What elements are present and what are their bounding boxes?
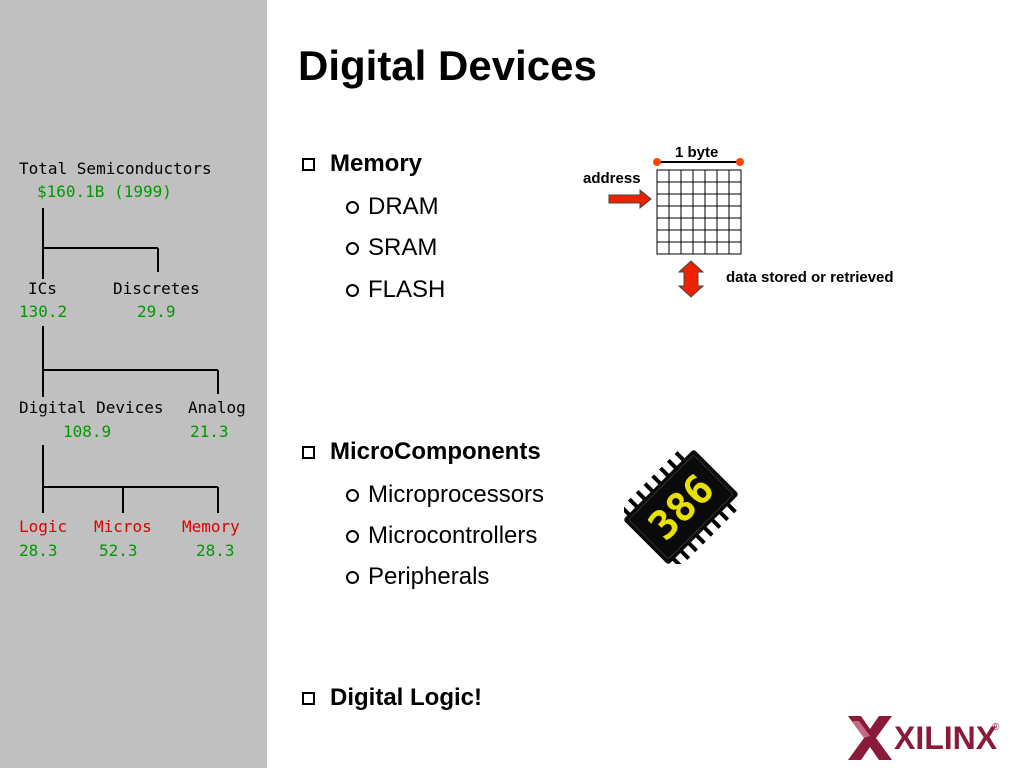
bullet-microcomponents: MicroComponents — [330, 438, 541, 465]
tree-logic-label: Logic — [19, 517, 68, 536]
byte-marker-dot — [653, 158, 661, 166]
address-label: address — [583, 170, 641, 187]
tree-discretes-label: Discretes — [113, 279, 200, 298]
tree-micros-value: 52.3 — [99, 541, 138, 560]
tree-ics-label: ICs — [28, 279, 57, 298]
circle-bullet-icon — [346, 489, 359, 502]
slide-title: Digital Devices — [298, 42, 597, 89]
address-arrow-icon — [608, 188, 652, 210]
tree-analog-value: 21.3 — [190, 422, 229, 441]
tree-micros-label: Micros — [94, 517, 152, 536]
tree-connector-lines — [42, 208, 219, 513]
square-bullet-icon — [302, 158, 315, 171]
circle-bullet-icon — [346, 571, 359, 584]
subitem-flash: FLASH — [368, 276, 446, 303]
byte-label: 1 byte — [675, 144, 719, 161]
circle-bullet-icon — [346, 201, 359, 214]
bullet-digital-logic: Digital Logic! — [330, 684, 482, 711]
microprocessor-chip-illustration: 386 — [624, 450, 738, 564]
memory-array-diagram — [608, 158, 744, 298]
memory-cell-grid — [656, 169, 742, 255]
circle-bullet-icon — [346, 284, 359, 297]
registered-mark: ® — [992, 722, 1000, 733]
tree-root-value: $160.1B (1999) — [37, 182, 172, 201]
subitem-peripherals: Peripherals — [368, 563, 490, 590]
subitem-microprocessors: Microprocessors — [368, 481, 545, 508]
byte-marker-dot — [736, 158, 744, 166]
tree-analog-label: Analog — [188, 398, 246, 417]
subitem-sram: SRAM — [368, 234, 438, 261]
data-stored-label: data stored or retrieved — [726, 269, 894, 286]
xilinx-logo-text: XILINX — [894, 720, 998, 756]
circle-bullet-icon — [346, 242, 359, 255]
tree-digital-devices-value: 108.9 — [63, 422, 112, 441]
tree-root-label: Total Semiconductors — [19, 159, 212, 178]
bullet-memory: Memory — [330, 150, 423, 177]
circle-bullet-icon — [346, 530, 359, 543]
tree-discretes-value: 29.9 — [137, 302, 176, 321]
subitem-dram: DRAM — [368, 193, 439, 220]
tree-ics-value: 130.2 — [19, 302, 68, 321]
xilinx-logo-mark-icon — [848, 716, 892, 760]
tree-logic-value: 28.3 — [19, 541, 58, 560]
square-bullet-icon — [302, 446, 315, 459]
square-bullet-icon — [302, 692, 315, 705]
semiconductor-tree-panel: Total Semiconductors $160.1B (1999) ICs … — [0, 0, 267, 768]
subitem-microcontrollers: Microcontrollers — [368, 522, 538, 549]
data-transfer-arrow-icon — [677, 260, 705, 298]
tree-digital-devices-label: Digital Devices — [19, 398, 164, 417]
tree-memory-value: 28.3 — [196, 541, 235, 560]
tree-memory-label: Memory — [182, 517, 240, 536]
